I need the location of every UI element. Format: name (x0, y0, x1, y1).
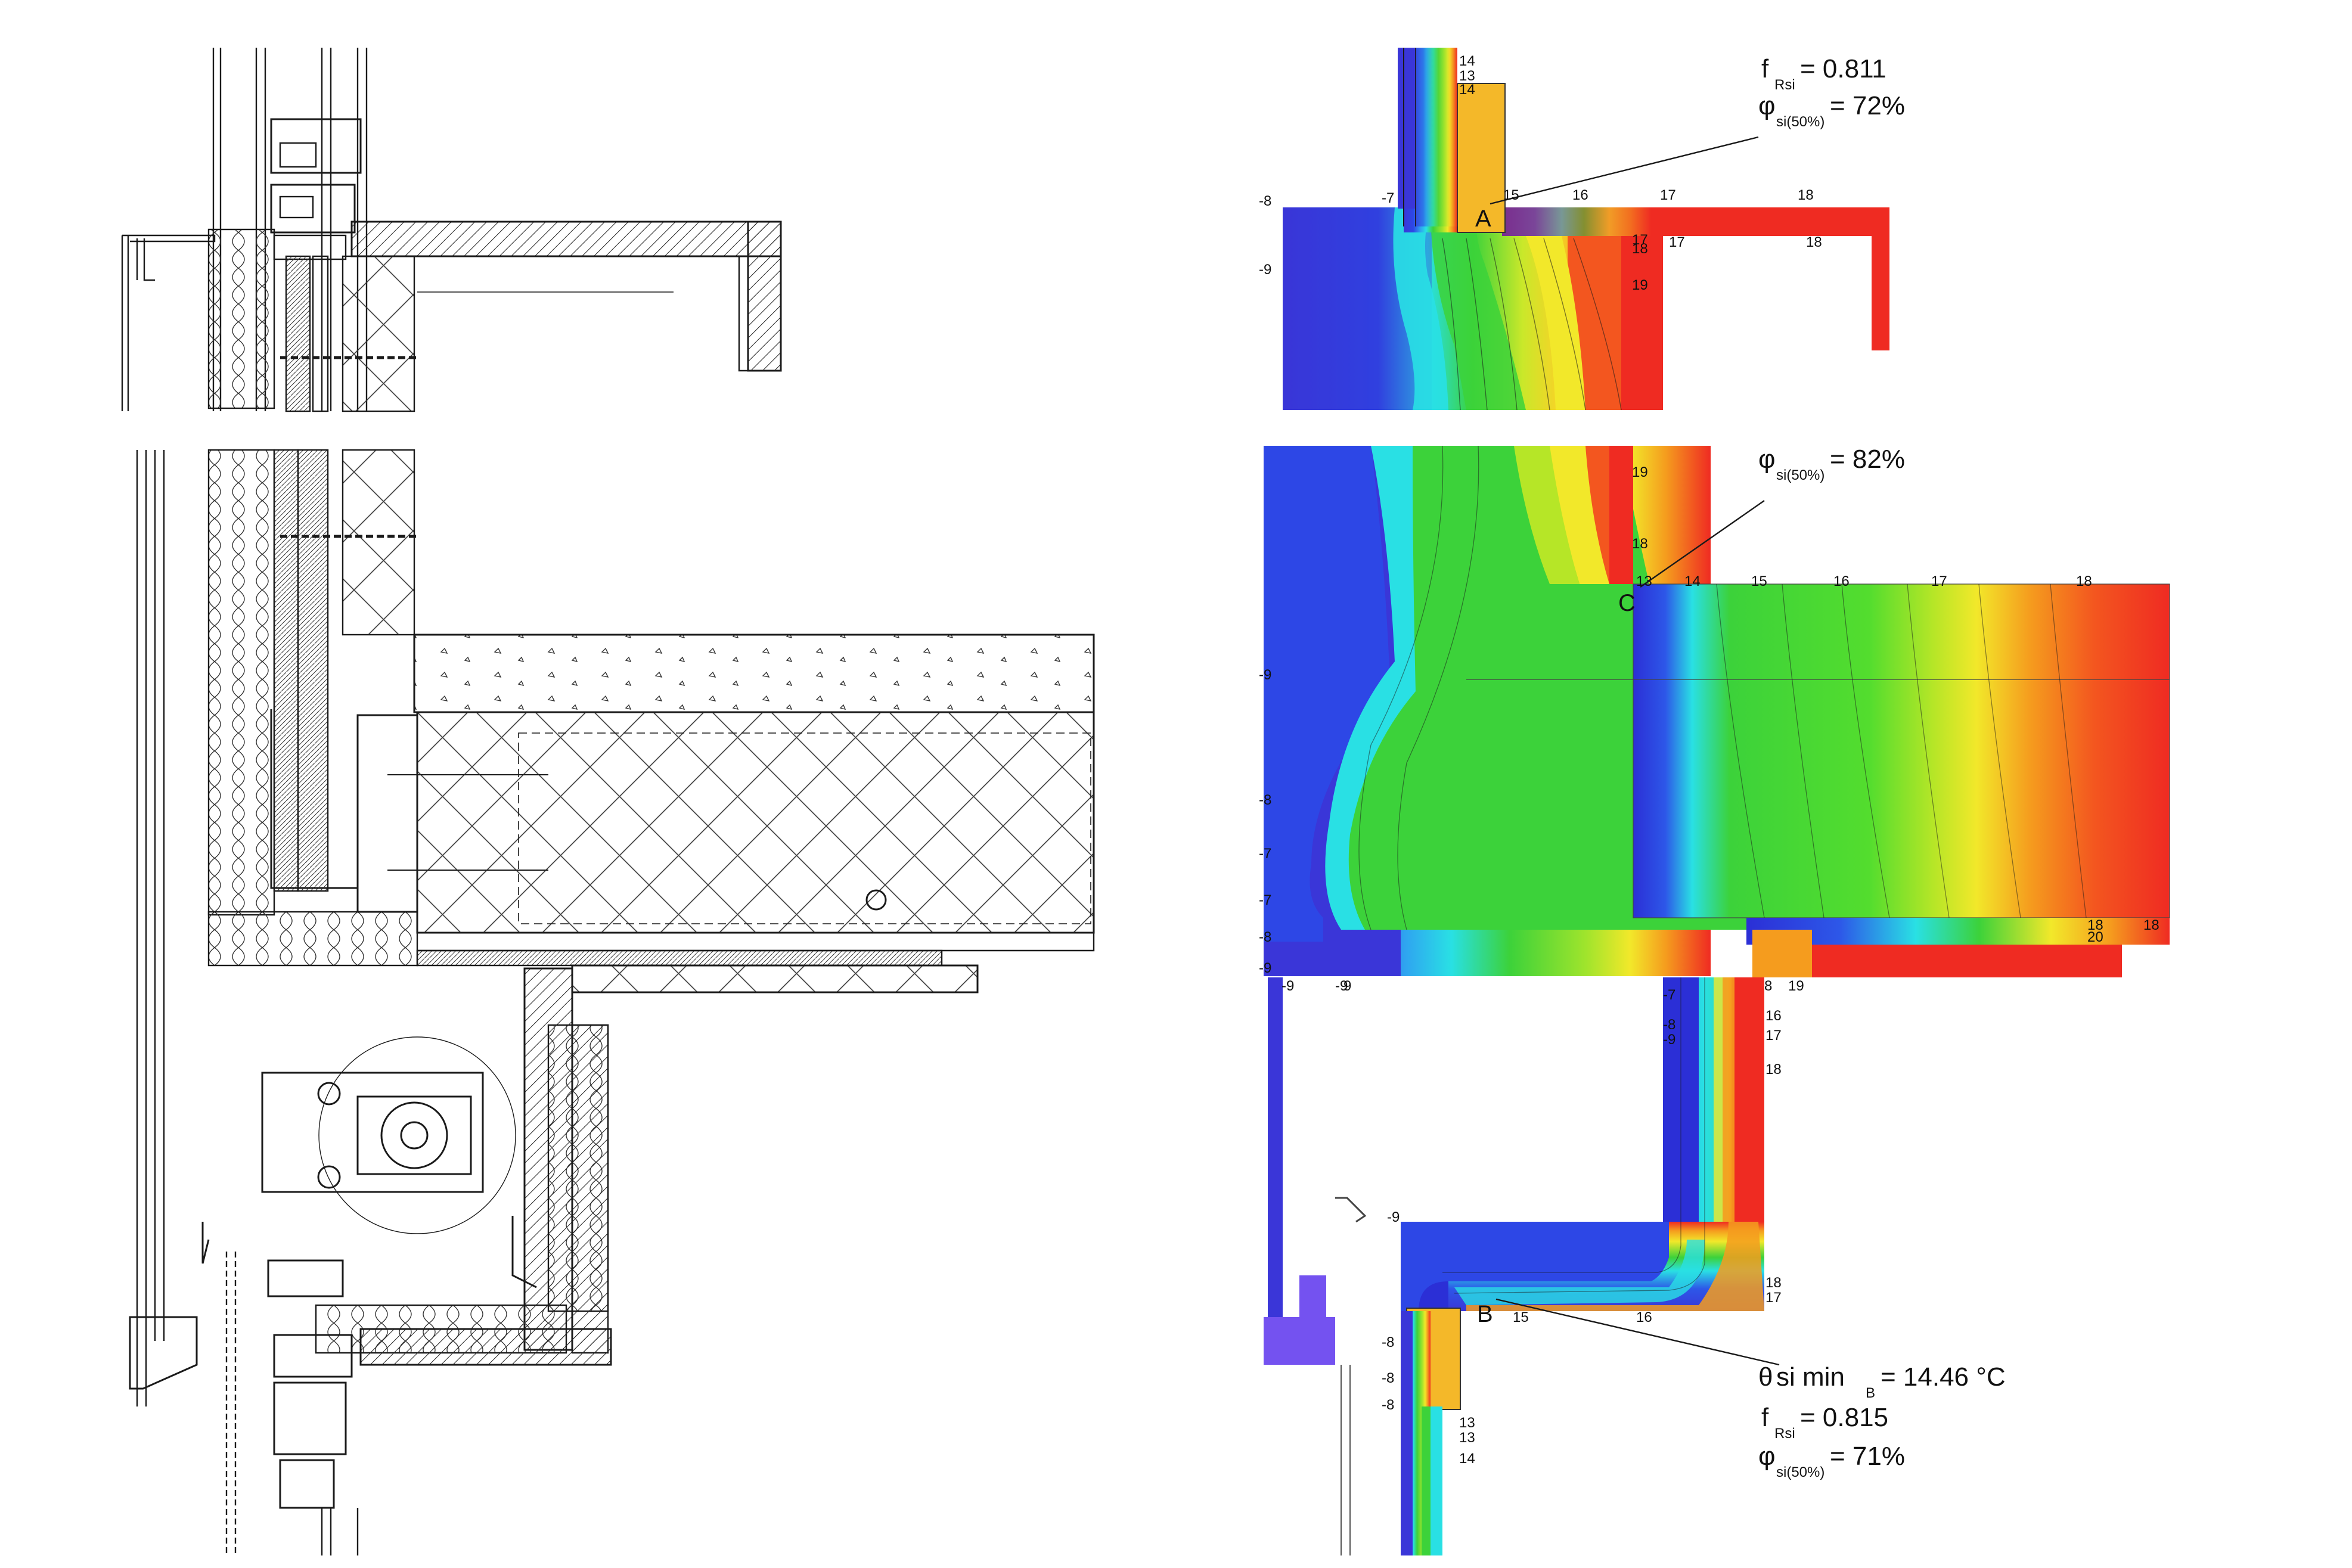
ann-top-phi-symbol: φ (1758, 91, 1776, 120)
iso-slab-right-1: 18 (2087, 917, 2103, 933)
ann-bottom-theta-text: si min (1776, 1362, 1845, 1392)
iso-top-stack-3: 14 (1459, 82, 1475, 98)
thermal-beam-section (1264, 977, 1764, 1555)
parapet-cap (350, 221, 782, 372)
iso-slab-left-3: -7 (1259, 846, 1271, 862)
iso-mid-right-7: 17 (1931, 573, 1947, 589)
iso-slab-left-2: -8 (1259, 792, 1271, 808)
blind-box (261, 1036, 516, 1234)
iso-slab-right-2: 20 (2087, 929, 2103, 945)
outer-cladding-top (121, 228, 275, 411)
iso-top-inner-2: 18 (1632, 241, 1648, 257)
ann-top-phi-sub: si(50%) (1776, 114, 1824, 130)
iso-mid-right-3: 13 (1636, 573, 1652, 589)
iso-lower-right-4: 17 (1765, 1027, 1782, 1044)
iso-lower-right-5: 18 (1765, 1061, 1782, 1078)
ann-mid-phi-symbol: φ (1758, 445, 1776, 474)
ann-bottom-theta-symbol: θ (1758, 1362, 1773, 1392)
thermal-top-section (1283, 48, 1889, 411)
annotation-middle: φ si(50%) = 82% (1758, 445, 1905, 483)
iso-mid-right-6: 16 (1833, 573, 1850, 589)
ann-top-f-symbol: f (1761, 54, 1769, 83)
iso-top-row-5: 17 (1660, 187, 1676, 203)
annotation-bottom: θ si min B = 14.46 °C f Rsi = 0.815 φ si… (1758, 1362, 2006, 1480)
iso-top-row-2: -7 (1382, 190, 1394, 206)
ann-bottom-phi-value: = 71% (1830, 1442, 1905, 1471)
point-b-label: B (1477, 1301, 1493, 1327)
iso-top-row-4: 16 (1572, 187, 1588, 203)
iso-lower-left-3: -7 (1663, 987, 1675, 1003)
iso-top-left-1: -9 (1259, 262, 1271, 278)
wall-layers-top (280, 255, 417, 412)
wall-layers-lower (136, 449, 418, 1406)
iso-soffit-4: 15 (1513, 1309, 1529, 1325)
thermal-simulation: A C B 14 13 14 -8 -7 15 16 17 18 17 18 1… (1259, 48, 2170, 1555)
iso-slab-left-6: -9 (1259, 960, 1271, 976)
iso-slab-right-3: 18 (2143, 917, 2159, 933)
iso-bottom-left-1: -8 (1382, 1334, 1394, 1350)
iso-lower-row-2: -9 (1335, 978, 1348, 994)
ann-bottom-f-sub: Rsi (1774, 1426, 1795, 1442)
iso-lower-left-2: -9 (1663, 1032, 1675, 1048)
thermal-slab-section (1264, 445, 2170, 977)
iso-top-row-3: 15 (1503, 187, 1519, 203)
point-a-label: A (1475, 206, 1491, 232)
ann-mid-phi-sub: si(50%) (1776, 467, 1824, 483)
ann-bottom-phi-symbol: φ (1758, 1442, 1776, 1471)
iso-lower-left-1: -8 (1663, 1017, 1675, 1033)
iso-slab-left-4: -7 (1259, 892, 1271, 908)
iso-top-stack-1: 14 (1459, 53, 1475, 69)
iso-soffit-5: 16 (1636, 1309, 1652, 1325)
ann-bottom-phi-sub: si(50%) (1776, 1464, 1824, 1480)
lower-window-frame (129, 1222, 359, 1555)
ann-top-f-value: = 0.811 (1800, 54, 1886, 83)
ann-top-phi-value: = 72% (1830, 91, 1905, 120)
iso-bottom-stack-1: 13 (1459, 1415, 1475, 1431)
iso-soffit-1: -9 (1387, 1209, 1400, 1225)
leader-lines (1490, 136, 1780, 1366)
iso-lower-row-1: -9 (1282, 978, 1294, 994)
construction-section-drawing (121, 48, 1095, 1555)
iso-bottom-left-2: -8 (1382, 1370, 1394, 1386)
iso-mid-right-4: 14 (1684, 573, 1701, 589)
iso-top-inner-4: 18 (1806, 234, 1822, 250)
ann-bottom-theta-sub: B (1866, 1385, 1875, 1401)
ann-bottom-f-symbol: f (1761, 1403, 1769, 1432)
iso-mid-right-8: 18 (2076, 573, 2092, 589)
iso-lower-right-1: 8 (1764, 978, 1772, 994)
iso-mid-right-2: 18 (1632, 536, 1648, 552)
iso-bottom-stack-2: 13 (1459, 1430, 1475, 1446)
iso-mid-right-1: 19 (1632, 464, 1648, 480)
ann-bottom-f-value: = 0.815 (1800, 1403, 1888, 1432)
isotherm-labels: 14 13 14 -8 -7 15 16 17 18 17 18 17 18 1… (1259, 53, 2159, 1467)
iso-top-stack-2: 13 (1459, 68, 1475, 84)
svg-text:f: f (1761, 54, 1769, 83)
iso-soffit-3: 17 (1765, 1290, 1782, 1306)
iso-bottom-stack-3: 14 (1459, 1451, 1475, 1467)
iso-slab-left-1: -9 (1259, 667, 1271, 683)
ann-mid-phi-value: = 82% (1830, 445, 1905, 474)
iso-mid-right-5: 15 (1751, 573, 1767, 589)
ann-bottom-theta-value: = 14.46 °C (1881, 1362, 2006, 1392)
iso-bottom-left-3: -8 (1382, 1397, 1394, 1413)
point-c-label: C (1618, 590, 1636, 616)
iso-slab-left-5: -8 (1259, 929, 1271, 945)
iso-top-inner-5: 19 (1632, 277, 1648, 293)
soffit-structure (315, 967, 612, 1366)
iso-top-inner-1: 17 (1632, 232, 1648, 248)
iso-lower-right-2: 19 (1788, 978, 1804, 994)
iso-soffit-2: 18 (1765, 1275, 1782, 1291)
iso-top-inner-3: 17 (1669, 234, 1685, 250)
iso-lower-right-3: 16 (1765, 1008, 1782, 1024)
iso-top-row-6: 18 (1798, 187, 1814, 203)
iso-top-row-1: -8 (1259, 193, 1271, 209)
ann-top-f-sub: Rsi (1774, 77, 1795, 93)
floor-slab (356, 634, 1095, 993)
annotation-top: f Rsi = 0.811 φ si(50%) = 72% (1758, 54, 1905, 130)
iso-lower-row-3: 9 (1343, 978, 1351, 994)
